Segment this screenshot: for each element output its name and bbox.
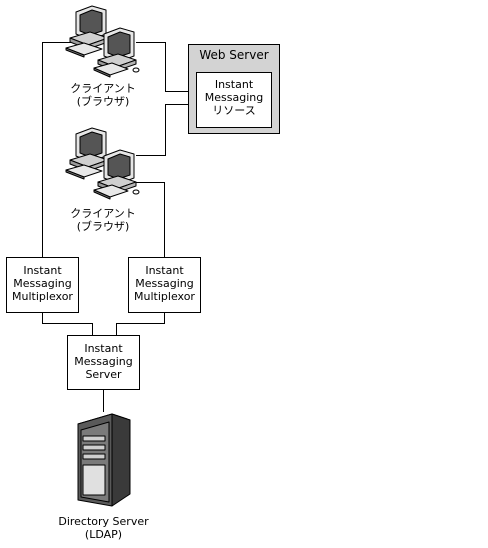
directory-server-line1: Directory Server: [58, 515, 149, 528]
multiplexor-right-label: Instant Messaging Multiplexor: [129, 264, 200, 303]
link-client-bottom-to-web-server: [136, 104, 196, 156]
im-server-line1: Instant: [84, 342, 123, 355]
link-client-bottom-to-multiplexor-right: [134, 182, 165, 257]
client-bottom-label: クライアント (ブラウザ): [61, 207, 145, 233]
link-multiplexor-left-to-im-server: [42, 313, 93, 335]
link-multiplexor-right-to-im-server: [116, 313, 165, 335]
multiplexor-right-box: Instant Messaging Multiplexor: [128, 257, 201, 313]
im-server-line2: Messaging: [74, 355, 133, 368]
client-bottom-label-line2: (ブラウザ): [76, 220, 130, 233]
link-client-top-to-multiplexor-left: [42, 42, 79, 257]
directory-server-line2: (LDAP): [84, 528, 123, 541]
multiplexor-right-line2: Messaging: [135, 277, 194, 290]
multiplexor-left-label: Instant Messaging Multiplexor: [7, 264, 78, 303]
im-resource-box: Instant Messaging リソース: [196, 72, 272, 128]
server-tower-icon: [77, 413, 131, 507]
client-top-label-line2: (ブラウザ): [76, 95, 130, 108]
im-server-line3: Server: [85, 368, 122, 381]
client-bottom-label-line1: クライアント: [70, 207, 136, 220]
im-resource-line2: Messaging: [204, 91, 264, 104]
web-server-box: Web Server Instant Messaging リソース: [188, 44, 280, 134]
directory-server-label: Directory Server (LDAP): [48, 515, 159, 541]
desktop-computers-icon: [65, 127, 140, 200]
im-server-label: Instant Messaging Server: [68, 342, 139, 381]
link-client-top-to-web-server: [136, 42, 196, 92]
multiplexor-left-line2: Messaging: [13, 277, 72, 290]
desktop-computers-icon: [65, 5, 140, 78]
multiplexor-left-box: Instant Messaging Multiplexor: [6, 257, 79, 313]
im-server-box: Instant Messaging Server: [67, 335, 140, 390]
multiplexor-left-line3: Multiplexor: [12, 290, 73, 303]
multiplexor-left-line1: Instant: [23, 264, 62, 277]
client-top-label: クライアント (ブラウザ): [61, 82, 145, 108]
im-resource-line1: Instant: [214, 78, 254, 91]
client-top-label-line1: クライアント: [70, 82, 136, 95]
web-server-title: Web Server: [199, 48, 269, 62]
im-resource-label: Instant Messaging リソース: [197, 78, 271, 117]
im-resource-line3: リソース: [212, 104, 256, 117]
multiplexor-right-line1: Instant: [145, 264, 184, 277]
multiplexor-right-line3: Multiplexor: [134, 290, 195, 303]
